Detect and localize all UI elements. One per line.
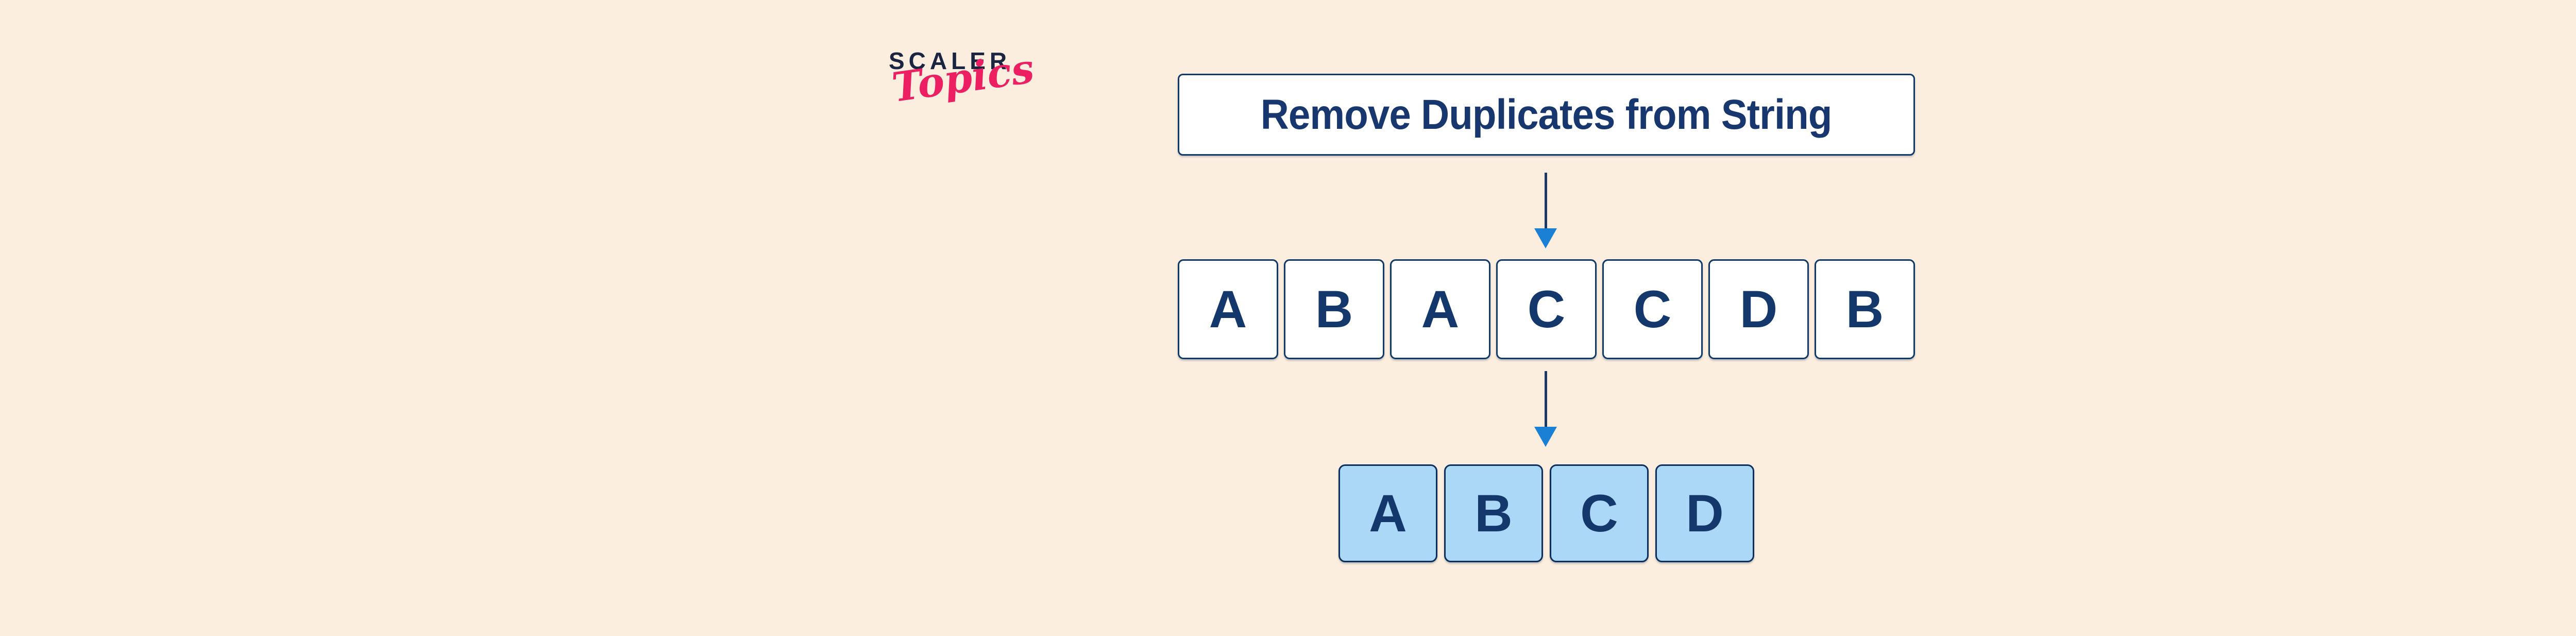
input-cell: C [1602, 259, 1703, 359]
input-cell: B [1815, 259, 1915, 359]
input-cell: B [1284, 259, 1384, 359]
output-string-row: A B C D [1338, 464, 1754, 562]
input-cell: D [1708, 259, 1809, 359]
scaler-topics-logo: SCALER Topics [889, 45, 1037, 112]
arrow-head [1534, 228, 1557, 248]
scaler-brand-text: SCALER [889, 47, 1011, 74]
input-string-row: A B A C C D B [1178, 259, 1915, 359]
output-cell: D [1655, 464, 1754, 562]
input-cell: A [1178, 259, 1278, 359]
arrow-stem [1545, 371, 1547, 427]
output-cell: B [1444, 464, 1543, 562]
title-text: Remove Duplicates from String [1261, 91, 1833, 138]
input-cell: A [1390, 259, 1490, 359]
arrow-head [1534, 427, 1557, 447]
title-box: Remove Duplicates from String [1178, 74, 1915, 156]
arrow-down-icon [1534, 371, 1557, 447]
arrow-down-icon [1534, 173, 1557, 248]
input-cell: C [1496, 259, 1597, 359]
arrow-stem [1545, 173, 1547, 228]
output-cell: C [1550, 464, 1649, 562]
output-cell: A [1338, 464, 1437, 562]
